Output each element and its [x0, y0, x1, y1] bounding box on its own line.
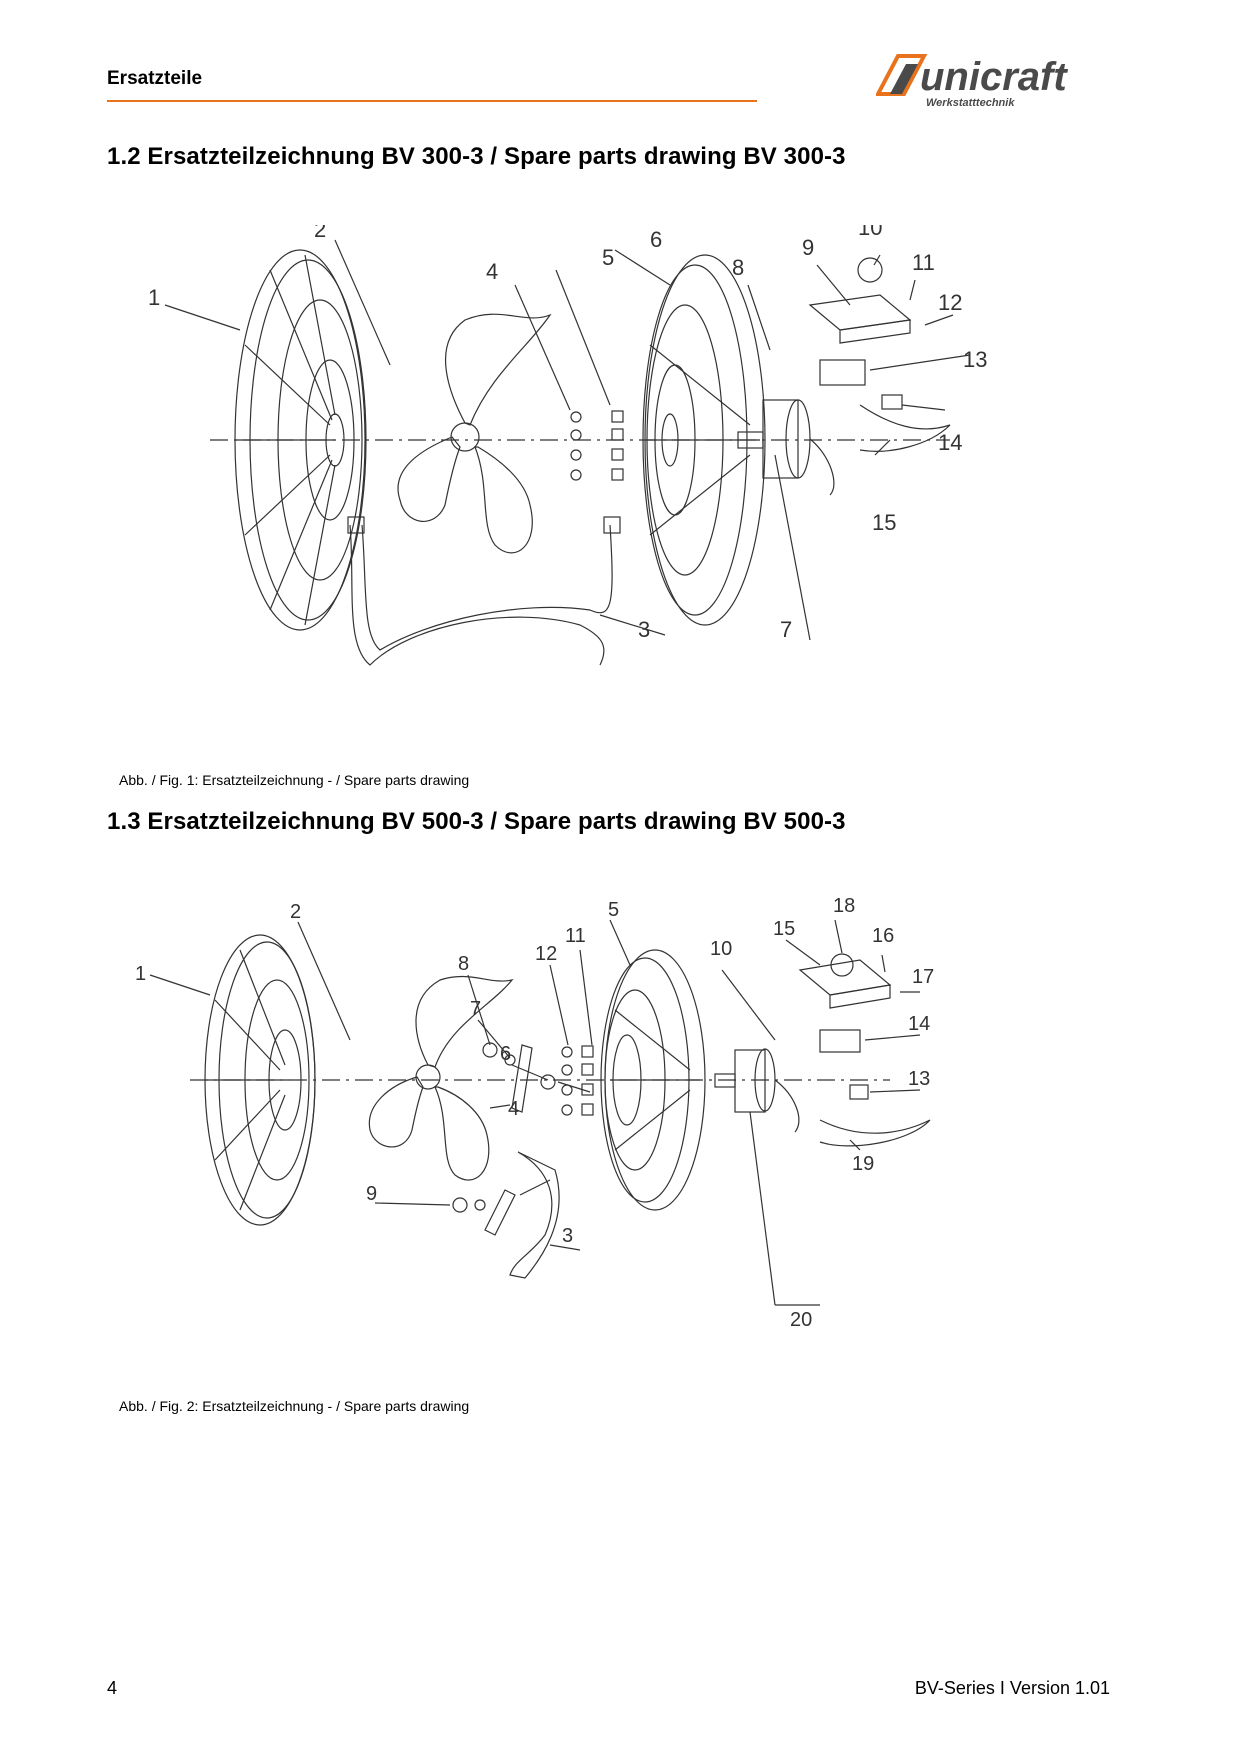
part-label: 11: [565, 925, 586, 947]
header-section-title: Ersatzteile: [107, 68, 203, 89]
part-label: 4: [508, 1098, 519, 1120]
part-label: 8: [458, 953, 469, 975]
section-heading-bv500: 1.3 Ersatzteilzeichnung BV 500-3 / Spare…: [107, 808, 846, 835]
nuts-drawing: [561, 1045, 594, 1116]
unicraft-logo: unicraft Werkstatttechnik: [876, 54, 1068, 109]
part-label: 19: [852, 1153, 874, 1175]
part-label: 6: [650, 227, 662, 252]
part-label: 2: [290, 901, 301, 923]
part-label: 5: [608, 899, 619, 921]
part-label: 12: [938, 290, 962, 315]
logo-wordmark: unicraft: [920, 55, 1068, 99]
figure-caption-2: Abb. / Fig. 2: Ersatzteilzeichnung - / S…: [119, 1398, 470, 1414]
part-label: 10: [858, 225, 882, 240]
part-label: 5: [602, 245, 614, 270]
part-label: 14: [938, 430, 962, 455]
part-label: 16: [872, 925, 894, 947]
part-label: 20: [790, 1309, 812, 1331]
part-label: 7: [780, 617, 792, 642]
part-label: 9: [366, 1183, 377, 1205]
front-guard-drawing: [234, 249, 367, 631]
spare-parts-drawing-bv300: 1 2 3 4 5 6 7 8 9 10 11 12 13 14 15: [148, 225, 987, 666]
fan-blade-drawing: [368, 975, 514, 1181]
part-label: 2: [314, 225, 326, 242]
part-label: 6: [500, 1043, 511, 1065]
stand-drawing: [347, 516, 621, 666]
part-label: 14: [908, 1013, 930, 1035]
part-label: 3: [638, 617, 650, 642]
rear-guard-drawing: [642, 254, 766, 626]
part-label: 13: [908, 1068, 930, 1090]
front-guard-drawing: [204, 934, 316, 1226]
motor-drawing: [714, 1048, 800, 1133]
footer-version: BV-Series I Version 1.01: [914, 1678, 1110, 1698]
part-label: 3: [562, 1225, 573, 1247]
bracket-fittings-drawing: [452, 1042, 591, 1279]
part-label: 13: [963, 347, 987, 372]
part-label: 10: [710, 938, 732, 960]
switch-box-drawing: [808, 257, 951, 452]
section-heading-bv300: 1.2 Ersatzteilzeichnung BV 300-3 / Spare…: [107, 143, 846, 170]
logo-subtitle: Werkstatttechnik: [926, 97, 1015, 109]
fan-blade-drawing: [397, 313, 552, 554]
part-label: 1: [148, 285, 160, 310]
page-number: 4: [107, 1678, 118, 1698]
part-label: 11: [912, 250, 935, 275]
spare-parts-drawing-bv500: 1 2 3 4 5 6 7 8 9 10 11 12 13 14 15 16 1…: [135, 895, 934, 1331]
part-label: 17: [912, 966, 934, 988]
logo-mark-fill: [890, 64, 918, 94]
part-label: 8: [732, 255, 744, 280]
header-rule: [107, 100, 757, 102]
part-label: 4: [486, 259, 498, 284]
figure-caption-1: Abb. / Fig. 1: Ersatzteilzeichnung - / S…: [119, 772, 470, 788]
part-label: 18: [833, 895, 855, 917]
part-label: 15: [872, 510, 896, 535]
part-label: 1: [135, 963, 146, 985]
part-label: 7: [470, 998, 481, 1020]
nuts-drawing: [570, 410, 624, 481]
motor-drawing: [737, 399, 835, 496]
part-label: 15: [773, 918, 795, 940]
switch-box-drawing: [798, 953, 931, 1147]
part-label: 12: [535, 943, 557, 965]
rear-guard-drawing: [600, 949, 706, 1211]
part-label: 9: [802, 235, 814, 260]
